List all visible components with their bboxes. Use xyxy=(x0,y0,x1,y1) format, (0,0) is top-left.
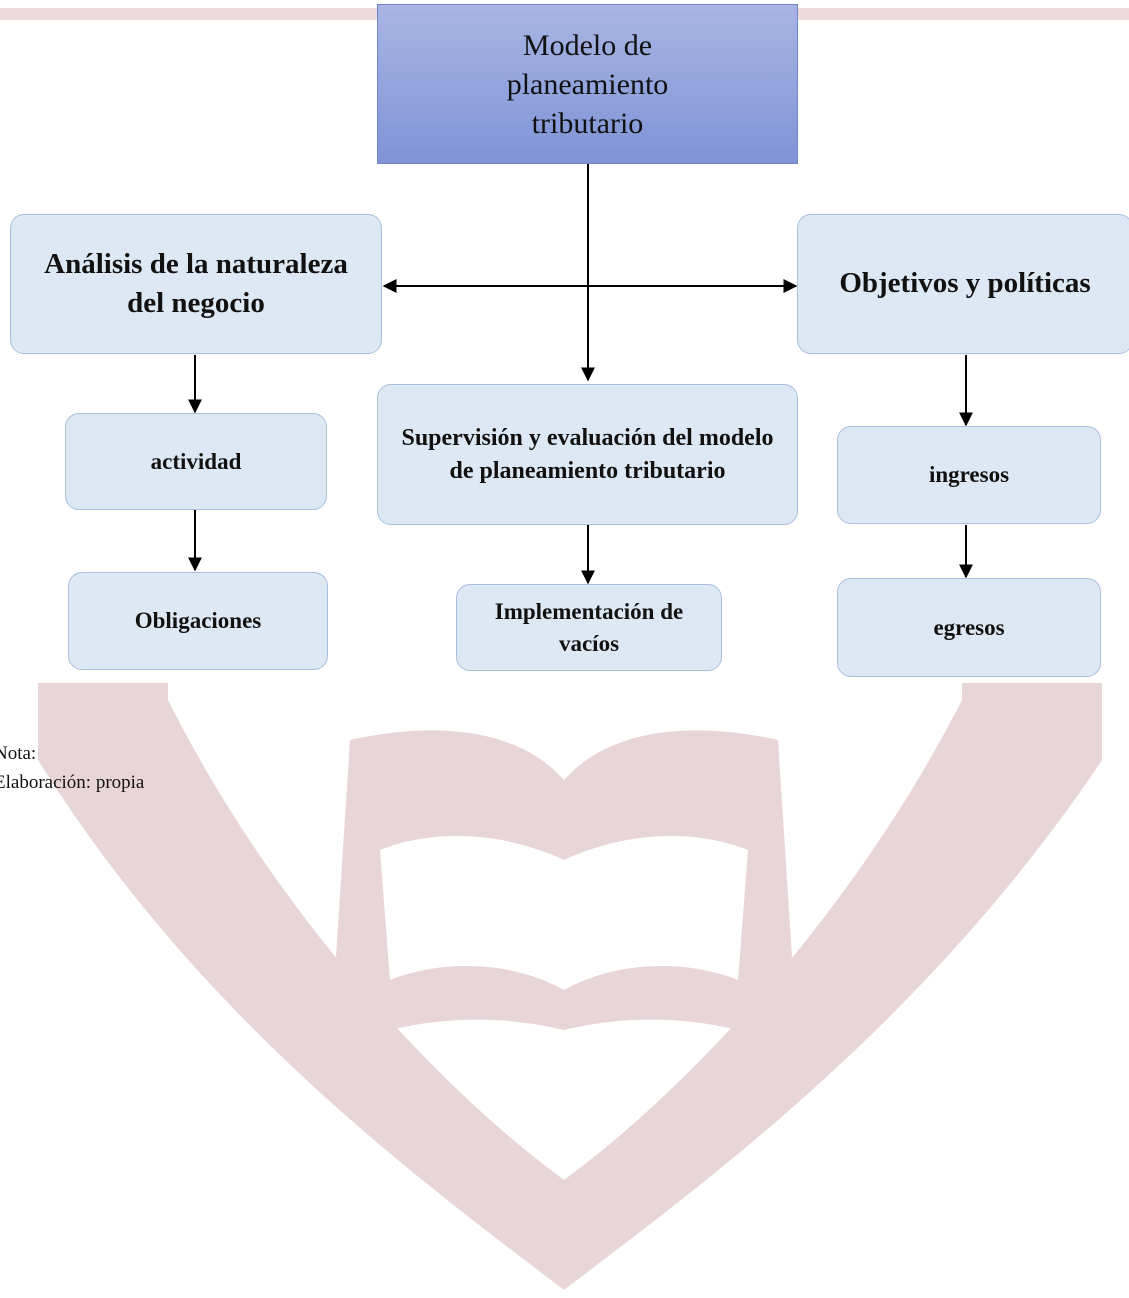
node-right-branch: Objetivos y políticas xyxy=(797,214,1129,354)
node-right-child-2: egresos xyxy=(837,578,1101,677)
node-root: Modelo de planeamiento tributario xyxy=(377,4,798,164)
connector-lines xyxy=(188,164,973,585)
node-right-child-2-label: egresos xyxy=(933,614,1005,640)
node-right-branch-label: Objetivos y políticas xyxy=(839,267,1091,300)
node-right-child-1-label: ingresos xyxy=(928,462,1010,488)
book-right-page xyxy=(564,730,798,1050)
node-center-child-1-label: Implementación de vacíos xyxy=(494,599,684,656)
book-left-page xyxy=(330,730,564,1050)
node-center-child-1: Implementación de vacíos xyxy=(456,584,722,671)
note-credit: Elaboración: propia xyxy=(0,772,145,793)
note-label: Nota: xyxy=(0,743,37,764)
node-left-child-2-label: Obligaciones xyxy=(134,608,262,634)
node-left-branch-label: Análisis de la naturaleza del negocio xyxy=(44,247,348,319)
node-left-child-2: Obligaciones xyxy=(68,572,328,670)
node-root-label: Modelo de planeamiento tributario xyxy=(506,28,669,140)
node-right-child-1: ingresos xyxy=(837,426,1101,524)
node-center: Supervisión y evaluación del modelo de p… xyxy=(377,384,798,525)
node-left-child-1: actividad xyxy=(65,413,327,510)
node-center-label: Supervisión y evaluación del modelo de p… xyxy=(401,425,774,484)
node-left-branch: Análisis de la naturaleza del negocio xyxy=(10,214,382,354)
node-left-child-1-label: actividad xyxy=(150,448,242,474)
